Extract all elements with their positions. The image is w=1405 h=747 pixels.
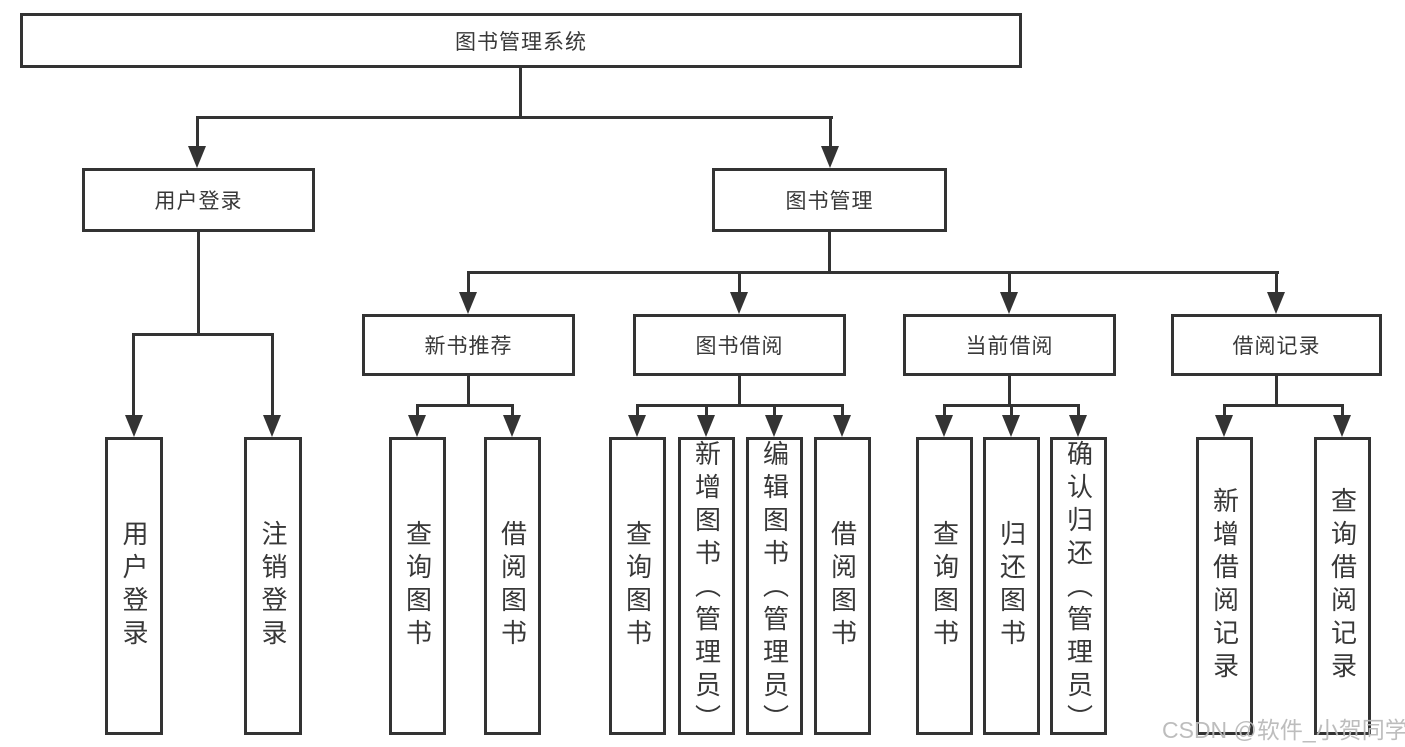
leaf-confirm-return-admin: 确认归还（管理员） <box>1050 437 1107 735</box>
leaf-query-books-recommend: 查询图书 <box>389 437 446 735</box>
arrow-down-icon <box>1333 415 1351 437</box>
leaf-add-borrow-record: 新增借阅记录 <box>1196 437 1253 735</box>
node-book-borrowing: 图书借阅 <box>633 314 846 376</box>
connector-line <box>636 404 639 417</box>
connector-line <box>1275 376 1278 406</box>
arrow-down-icon <box>1000 292 1018 314</box>
arrow-down-icon <box>125 415 143 437</box>
connector-line <box>943 404 946 417</box>
connector-line <box>1275 271 1278 295</box>
arrow-down-icon <box>503 415 521 437</box>
connector-line <box>132 333 135 415</box>
csdn-watermark: CSDN @软件_小贺同学 <box>1162 717 1405 743</box>
connector-line <box>705 404 708 417</box>
connector-line <box>1077 404 1080 417</box>
leaf-query-borrow-record: 查询借阅记录 <box>1314 437 1371 735</box>
leaf-add-books-admin: 新增图书（管理员） <box>678 437 735 735</box>
node-borrowing-records: 借阅记录 <box>1171 314 1382 376</box>
arrow-down-icon <box>408 415 426 437</box>
leaf-edit-books-admin: 编辑图书（管理员） <box>746 437 803 735</box>
connector-line <box>841 404 844 417</box>
node-root-library-system: 图书管理系统 <box>20 13 1022 68</box>
connector-line <box>1223 404 1344 407</box>
connector-line <box>132 333 274 336</box>
connector-line <box>416 404 514 407</box>
connector-line <box>511 404 514 417</box>
connector-line <box>467 376 470 406</box>
connector-line <box>1008 376 1011 406</box>
leaf-query-books-borrow: 查询图书 <box>609 437 666 735</box>
arrow-down-icon <box>263 415 281 437</box>
arrow-down-icon <box>765 415 783 437</box>
connector-line <box>1341 404 1344 417</box>
connector-line <box>271 333 274 415</box>
leaf-logout: 注销登录 <box>244 437 302 735</box>
leaf-borrow-books-recommend: 借阅图书 <box>484 437 541 735</box>
arrow-down-icon <box>1267 292 1285 314</box>
node-new-book-recommend: 新书推荐 <box>362 314 575 376</box>
arrow-down-icon <box>821 146 839 168</box>
connector-line <box>416 404 419 417</box>
connector-line <box>636 404 844 407</box>
leaf-borrow-books: 借阅图书 <box>814 437 871 735</box>
connector-line <box>773 404 776 417</box>
arrow-down-icon <box>1069 415 1087 437</box>
arrow-down-icon <box>459 292 477 314</box>
connector-line <box>738 271 741 295</box>
arrow-down-icon <box>1215 415 1233 437</box>
connector-line <box>196 116 199 148</box>
leaf-user-login: 用户登录 <box>105 437 163 735</box>
arrow-down-icon <box>697 415 715 437</box>
arrow-down-icon <box>188 146 206 168</box>
node-user-login: 用户登录 <box>82 168 315 232</box>
connector-line <box>467 271 1279 274</box>
leaf-return-books: 归还图书 <box>983 437 1040 735</box>
node-current-borrowing: 当前借阅 <box>903 314 1116 376</box>
arrow-down-icon <box>730 292 748 314</box>
connector-line <box>519 68 522 118</box>
connector-line <box>467 271 470 295</box>
connector-line <box>828 232 831 274</box>
arrow-down-icon <box>833 415 851 437</box>
leaf-query-books-current: 查询图书 <box>916 437 973 735</box>
connector-line <box>196 116 833 119</box>
connector-line <box>1010 404 1013 417</box>
node-book-management: 图书管理 <box>712 168 947 232</box>
arrow-down-icon <box>628 415 646 437</box>
arrow-down-icon <box>1002 415 1020 437</box>
connector-line <box>829 116 832 148</box>
connector-line <box>197 232 200 335</box>
arrow-down-icon <box>935 415 953 437</box>
connector-line <box>738 376 741 406</box>
connector-line <box>1223 404 1226 417</box>
connector-line <box>1008 271 1011 295</box>
